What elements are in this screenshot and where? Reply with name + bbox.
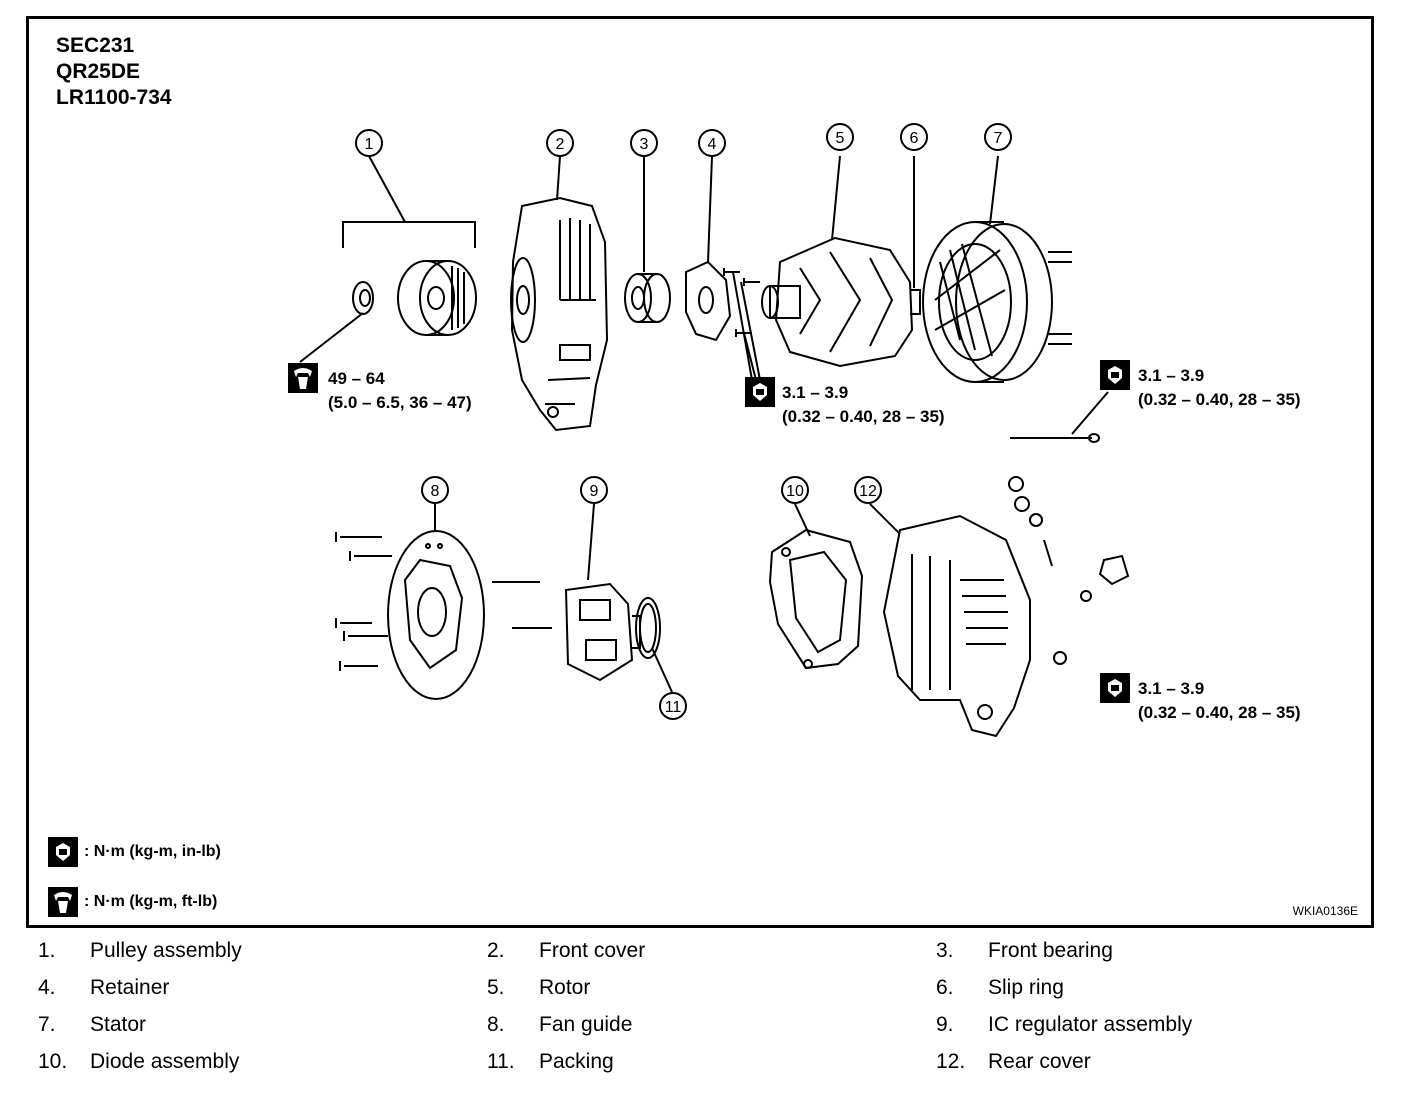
torque-value: 3.1 – 3.9 bbox=[1138, 679, 1205, 698]
fan-guide-drawing bbox=[335, 504, 552, 700]
section-code: SEC231 bbox=[56, 34, 135, 57]
wrench-inlb-icon bbox=[745, 377, 775, 407]
torque-detail: (0.32 – 0.40, 28 – 35) bbox=[782, 407, 945, 426]
callout-1: 1 bbox=[365, 136, 374, 153]
torque-label-through-bolt: 3.1 – 3.9 (0.32 – 0.40, 28 – 35) bbox=[1138, 364, 1301, 412]
front-bearing-drawing bbox=[624, 156, 671, 323]
callout-10: 10 bbox=[786, 483, 804, 500]
retainer-drawing bbox=[685, 155, 761, 381]
rotor-drawing bbox=[761, 155, 921, 368]
torque-label-pulley-nut: 49 – 64 (5.0 – 6.5, 36 – 47) bbox=[328, 367, 472, 415]
torque-label-retainer-screws: 3.1 – 3.9 (0.32 – 0.40, 28 – 35) bbox=[782, 381, 945, 429]
callout-3: 3 bbox=[640, 136, 649, 153]
callout-2: 2 bbox=[556, 136, 565, 153]
callout-4: 4 bbox=[708, 136, 717, 153]
callout-7: 7 bbox=[994, 130, 1003, 147]
wrench-ftlb-icon bbox=[288, 363, 318, 393]
ic-regulator-drawing bbox=[564, 503, 641, 682]
callout-6: 6 bbox=[910, 130, 919, 147]
callout-8: 8 bbox=[431, 483, 440, 500]
callout-9: 9 bbox=[590, 483, 599, 500]
front-cover-drawing bbox=[510, 155, 609, 432]
callout-12: 12 bbox=[859, 483, 877, 500]
torque-detail: (0.32 – 0.40, 28 – 35) bbox=[1138, 390, 1301, 409]
legend-ftlb: : N·m (kg-m, ft-lb) bbox=[48, 887, 217, 917]
callout-circles bbox=[355, 123, 1012, 720]
diode-assembly-drawing bbox=[768, 503, 864, 670]
torque-detail: (5.0 – 6.5, 36 – 47) bbox=[328, 393, 472, 412]
pulley-assembly-drawing bbox=[299, 155, 477, 363]
torque-value: 3.1 – 3.9 bbox=[1138, 366, 1205, 385]
torque-value: 3.1 – 3.9 bbox=[782, 383, 849, 402]
diagram-frame bbox=[26, 16, 1374, 928]
stator-drawing bbox=[922, 155, 1072, 383]
legend-text: : N·m (kg-m, ft-lb) bbox=[84, 893, 218, 910]
callout-11: 11 bbox=[665, 699, 682, 716]
figure-code: WKIA0136E bbox=[1292, 904, 1358, 918]
legend-text: : N·m (kg-m, in-lb) bbox=[84, 843, 221, 860]
wrench-inlb-icon bbox=[1100, 360, 1130, 390]
packing-drawing bbox=[635, 597, 673, 693]
callout-5: 5 bbox=[836, 130, 845, 147]
engine-code: QR25DE bbox=[56, 60, 141, 83]
rear-cover-drawing bbox=[869, 476, 1130, 738]
through-bolt-drawing bbox=[1010, 391, 1109, 443]
torque-value: 49 – 64 bbox=[328, 369, 385, 388]
legend-inlb: : N·m (kg-m, in-lb) bbox=[48, 837, 221, 867]
wrench-inlb-icon bbox=[1100, 673, 1130, 703]
torque-label-rear-cover-nut: 3.1 – 3.9 (0.32 – 0.40, 28 – 35) bbox=[1138, 677, 1301, 725]
diagram-header: SEC231 QR25DE LR1100-734 bbox=[56, 33, 172, 111]
alternator-code: LR1100-734 bbox=[56, 86, 172, 109]
torque-detail: (0.32 – 0.40, 28 – 35) bbox=[1138, 703, 1301, 722]
